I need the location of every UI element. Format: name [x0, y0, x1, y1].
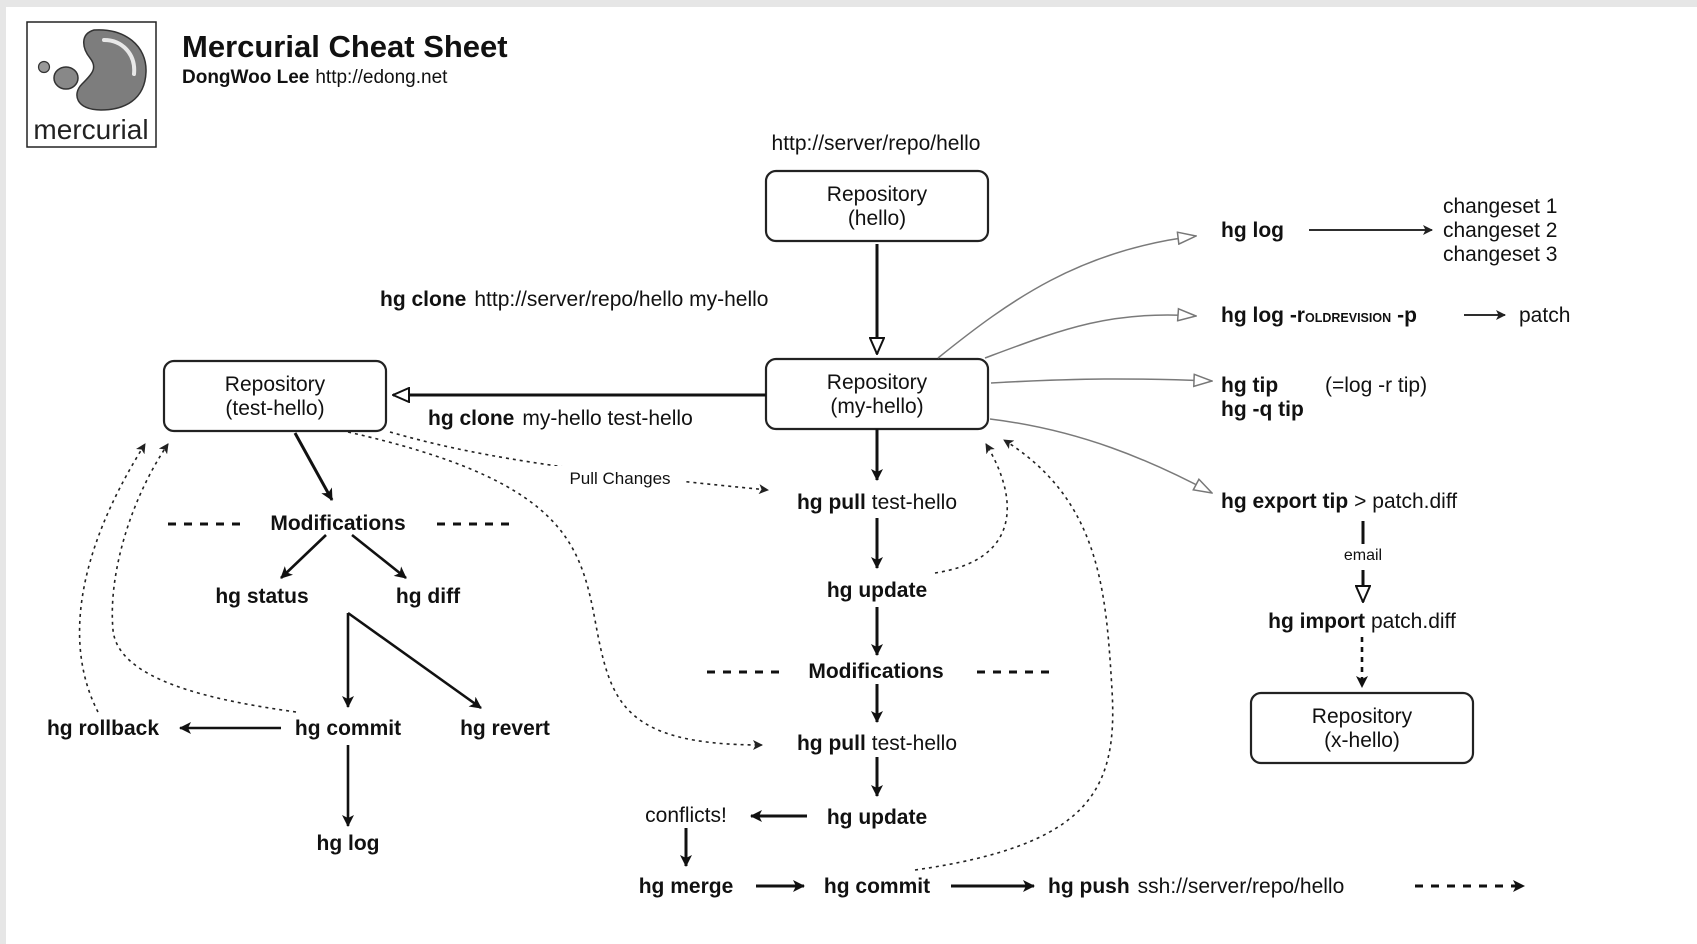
author-line: DongWoo Lee http://edong.net	[182, 67, 448, 88]
sheet-background	[6, 7, 1697, 944]
hg-log-r-command: hg log -rOLDREVISION-p	[1221, 304, 1417, 327]
arrow-to-modifications-left	[293, 432, 334, 501]
patch-result: patch	[1519, 304, 1570, 327]
hg-rollback-command: hg rollback	[47, 717, 159, 740]
pull-changes-label: Pull Changes	[569, 469, 670, 488]
changeset-1: changeset 1	[1443, 195, 1557, 218]
hg-revert-command: hg revert	[460, 717, 550, 740]
hg-update-command-2: hg update	[827, 806, 927, 829]
page-title: Mercurial Cheat Sheet	[182, 29, 508, 64]
modifications-middle-label: Modifications	[808, 660, 943, 683]
hg-tip-command: hg tip	[1221, 374, 1278, 397]
arrow-to-hg-tip	[990, 379, 1212, 383]
svg-text:Repository: Repository	[827, 371, 928, 394]
repository-x-hello-box: Repository (x-hello)	[1249, 691, 1478, 768]
hg-log-command-left: hg log	[317, 832, 380, 855]
hg-export-command: hg export tip> patch.diff	[1221, 490, 1457, 513]
changeset-3: changeset 3	[1443, 243, 1557, 266]
hg-update-command-1: hg update	[827, 579, 927, 602]
mercury-drop-icon	[37, 60, 51, 74]
repository-hello-box: Repository (hello)	[764, 169, 993, 246]
changeset-2: changeset 2	[1443, 219, 1557, 242]
hg-status-command: hg status	[215, 585, 308, 608]
author-name: DongWoo Lee	[182, 67, 309, 88]
arrow-to-hg-export	[989, 418, 1212, 493]
modifications-left-label: Modifications	[270, 512, 405, 535]
repository-test-hello-box: Repository (test-hello)	[162, 359, 391, 436]
hg-q-tip-command: hg -q tip	[1221, 398, 1304, 421]
hg-commit-command-middle: hg commit	[824, 875, 930, 898]
repository-my-hello-box: Repository (my-hello)	[764, 357, 993, 434]
svg-text:Repository: Repository	[225, 373, 326, 396]
svg-text:(x-hello): (x-hello)	[1324, 729, 1400, 752]
hg-merge-command: hg merge	[639, 875, 734, 898]
hg-diff-command: hg diff	[396, 585, 461, 608]
arrow-to-hg-log	[937, 236, 1196, 359]
svg-text:Repository: Repository	[827, 183, 928, 206]
commit-to-my-hello-dotted	[914, 439, 1114, 871]
svg-text:Repository: Repository	[1312, 705, 1413, 728]
arrow-to-hg-log-r	[984, 315, 1196, 359]
server-url-label: http://server/repo/hello	[772, 132, 981, 155]
email-label: email	[1344, 547, 1382, 564]
update-to-my-hello-dotted	[934, 443, 1009, 574]
logo-text: mercurial	[33, 114, 148, 145]
mercury-drop-icon	[53, 66, 79, 90]
mercurial-logo: mercurial	[26, 21, 157, 148]
pull-changes-dotted-2	[347, 431, 763, 750]
hg-log-command-right: hg log	[1221, 219, 1284, 242]
arrow-to-hg-diff	[351, 533, 407, 580]
arrow-to-hg-status	[280, 534, 327, 579]
svg-text:(hello): (hello)	[848, 207, 906, 230]
conflicts-label: conflicts!	[645, 804, 727, 827]
hg-commit-command: hg commit	[295, 717, 401, 740]
svg-text:(my-hello): (my-hello)	[830, 395, 923, 418]
commit-to-test-hello-dotted	[111, 443, 297, 713]
svg-text:(test-hello): (test-hello)	[225, 397, 324, 420]
arrow-to-hg-revert	[347, 611, 482, 710]
hg-tip-note: (=log -r tip)	[1325, 374, 1427, 397]
author-url: http://edong.net	[315, 67, 448, 88]
